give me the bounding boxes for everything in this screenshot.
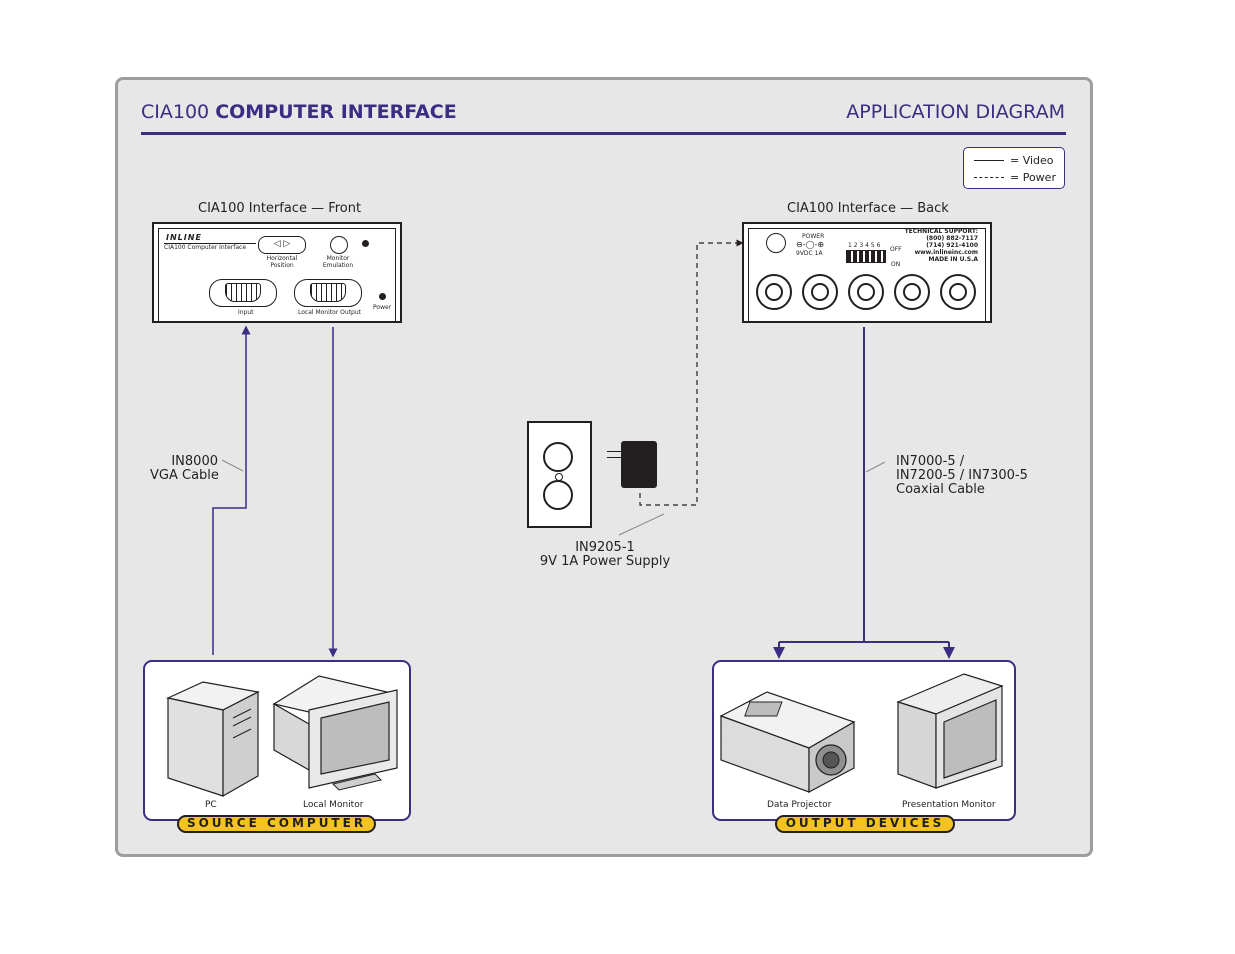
legend-video: = Video [974,153,1054,167]
support-line: TECHNICAL SUPPORT: [904,228,978,235]
outlet-socket-icon [543,480,573,510]
bnc-connector-2 [802,274,838,310]
monitor-emulation-label: Monitor Emulation [322,255,354,269]
data-projector-icon [719,691,856,793]
back-unit-caption: CIA100 Interface — Back [787,201,949,216]
vga-port-icon [310,283,346,302]
polarity-icon: ⊖-◯-⊕ [796,240,825,249]
header-divider [141,132,1066,135]
h-position-label: Horizontal Position [266,255,298,269]
adapter-prongs-icon [607,451,621,458]
pc-tower-icon [166,681,260,798]
wall-outlet-icon [527,421,592,528]
title-prefix: CIA100 [141,101,210,123]
local-output-connector [294,279,362,307]
brand-rule [164,243,256,244]
dip-switch[interactable] [846,250,886,263]
outlet-socket-icon [543,442,573,472]
dip-numbers: 1 2 3 4 5 6 [848,242,881,249]
power-supply-label: IN9205-1 9V 1A Power Supply [530,541,680,569]
psu-description: 9V 1A Power Supply [539,554,671,569]
support-line: (714) 921-4100 [926,242,978,249]
coax-line-3: Coaxial Cable [896,482,985,497]
input-connector [209,279,277,307]
video-line-swatch [974,159,1004,161]
legend-power: = Power [974,170,1056,184]
coax-cable-label: IN7000-5 / IN7200-5 / IN7300-5 Coaxial C… [896,455,1028,497]
back-power-label: POWER [802,233,825,240]
support-line: MADE IN U.S.A [928,256,978,263]
power-led [379,293,386,300]
power-adapter-icon [621,441,657,488]
coax-line-2: IN7200-5 / IN7300-5 [896,468,1028,483]
vga-cable-model: IN8000 [171,454,218,469]
legend-power-label: = Power [1010,170,1056,184]
title-main: COMPUTER INTERFACE [215,101,457,123]
presentation-monitor-icon [896,673,1004,789]
front-brand: INLINE [166,233,202,242]
psu-model: IN9205-1 [575,540,635,555]
support-line: (800) 882-7117 [926,235,978,242]
vga-cable-label: IN8000 VGA Cable [150,454,219,483]
local-output-label: Local Monitor Output [298,309,362,316]
monitor-emulation-button[interactable] [330,236,348,254]
power-line-swatch [974,176,1004,178]
power-cable-line [639,239,744,506]
bnc-connector-1 [756,274,792,310]
front-model: CIA100 Computer Interface [164,244,247,251]
local-monitor-label: Local Monitor [303,800,364,810]
vga-cable-line [212,325,251,655]
presentation-monitor-label: Presentation Monitor [902,800,996,810]
power-led-label: Power [373,304,392,311]
data-projector-label: Data Projector [767,800,832,810]
support-line: www.inlineinc.com [914,249,978,256]
bnc-connector-5 [940,274,976,310]
output-devices-badge: OUTPUT DEVICES [775,815,955,833]
bnc-connector-3 [848,274,884,310]
status-led [362,240,369,247]
source-computer-group: PC Local Monitor [143,660,411,821]
diagram-heading: APPLICATION DIAGRAM [846,101,1065,123]
input-label: Input [238,309,254,316]
source-computer-badge: SOURCE COMPUTER [177,815,376,833]
front-unit: INLINE CIA100 Computer Interface ◁ ▷ Hor… [152,222,402,323]
dip-on-label: ON [891,261,901,268]
coax-line-1: IN7000-5 / [896,454,965,469]
local-monitor-icon [272,675,398,791]
dip-off-label: OFF [890,246,902,253]
legend: = Video = Power [963,147,1065,189]
h-position-buttons[interactable]: ◁ ▷ [258,236,306,254]
front-unit-caption: CIA100 Interface — Front [198,201,362,216]
bnc-connector-4 [894,274,930,310]
legend-video-label: = Video [1010,153,1054,167]
page-title: CIA100 COMPUTER INTERFACE [141,101,457,123]
vga-port-icon [225,283,261,302]
support-info: TECHNICAL SUPPORT: (800) 882-7117 (714) … [905,228,978,263]
back-unit: POWER ⊖-◯-⊕ 9VDC 1A 1 2 3 4 5 6 OFF ON T… [742,222,992,323]
vga-cable-type: VGA Cable [150,468,219,483]
output-devices-group: Data Projector Presentation Monitor [712,660,1016,821]
back-power-rating: 9VDC 1A [796,250,823,257]
pc-label: PC [205,800,217,810]
power-jack-icon [766,233,786,253]
